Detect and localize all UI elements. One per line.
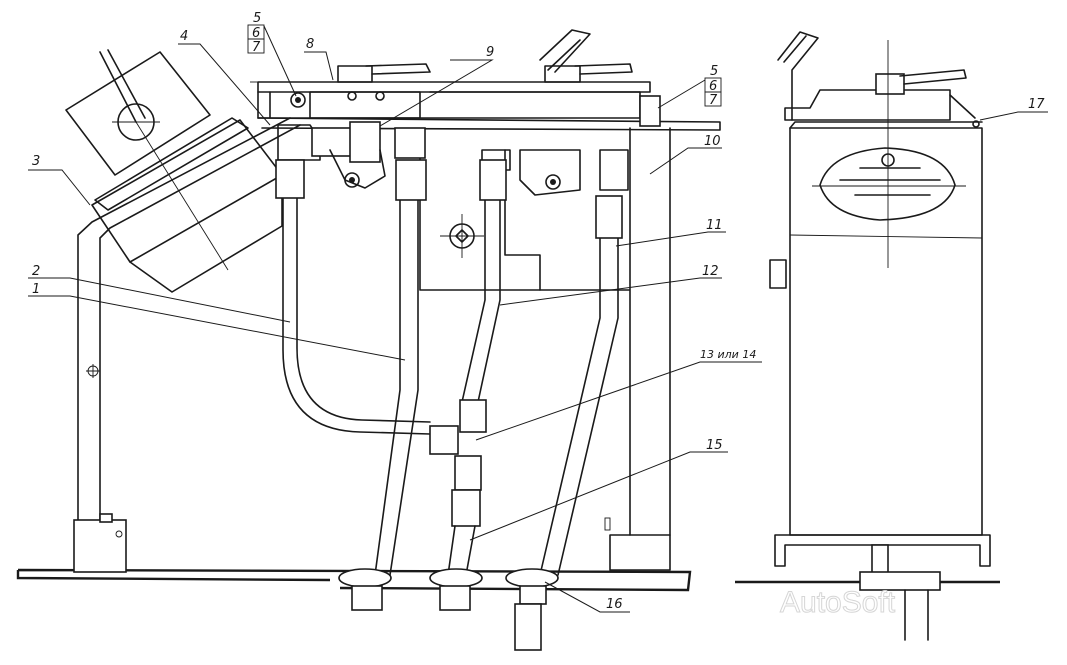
callout-17: 17 [1028, 97, 1045, 112]
callout-3: 3 [32, 154, 40, 169]
front-view [16, 29, 721, 651]
callout-7-right: 7 [709, 93, 718, 108]
callout-9: 9 [486, 45, 494, 60]
callout-8: 8 [306, 37, 314, 52]
callout-12: 12 [702, 264, 719, 279]
callout-5-right: 5 [710, 64, 718, 79]
floor-grommets [338, 568, 559, 651]
callout-10: 10 [704, 134, 721, 149]
watermark: AutoSoft [780, 586, 896, 619]
callout-1: 1 [32, 282, 40, 297]
valve-deck [250, 29, 721, 131]
side-view [735, 31, 1000, 641]
callout-7-left: 7 [252, 40, 261, 55]
callout-13-14: 13 или 14 [700, 348, 756, 361]
callout-4: 4 [180, 29, 188, 44]
callout-16: 16 [606, 597, 623, 612]
callout-15: 15 [706, 438, 723, 453]
left-fittings [277, 121, 629, 196]
motor [65, 49, 283, 293]
callout-2: 2 [32, 264, 40, 279]
callouts: 1 2 3 4 5 6 7 8 9 5 6 7 10 11 [28, 11, 1048, 613]
callout-11: 11 [706, 218, 723, 233]
callout-6-right: 6 [709, 79, 717, 94]
callout-5-left: 5 [253, 11, 261, 26]
callout-6-left: 6 [252, 26, 260, 41]
housing [419, 127, 671, 571]
